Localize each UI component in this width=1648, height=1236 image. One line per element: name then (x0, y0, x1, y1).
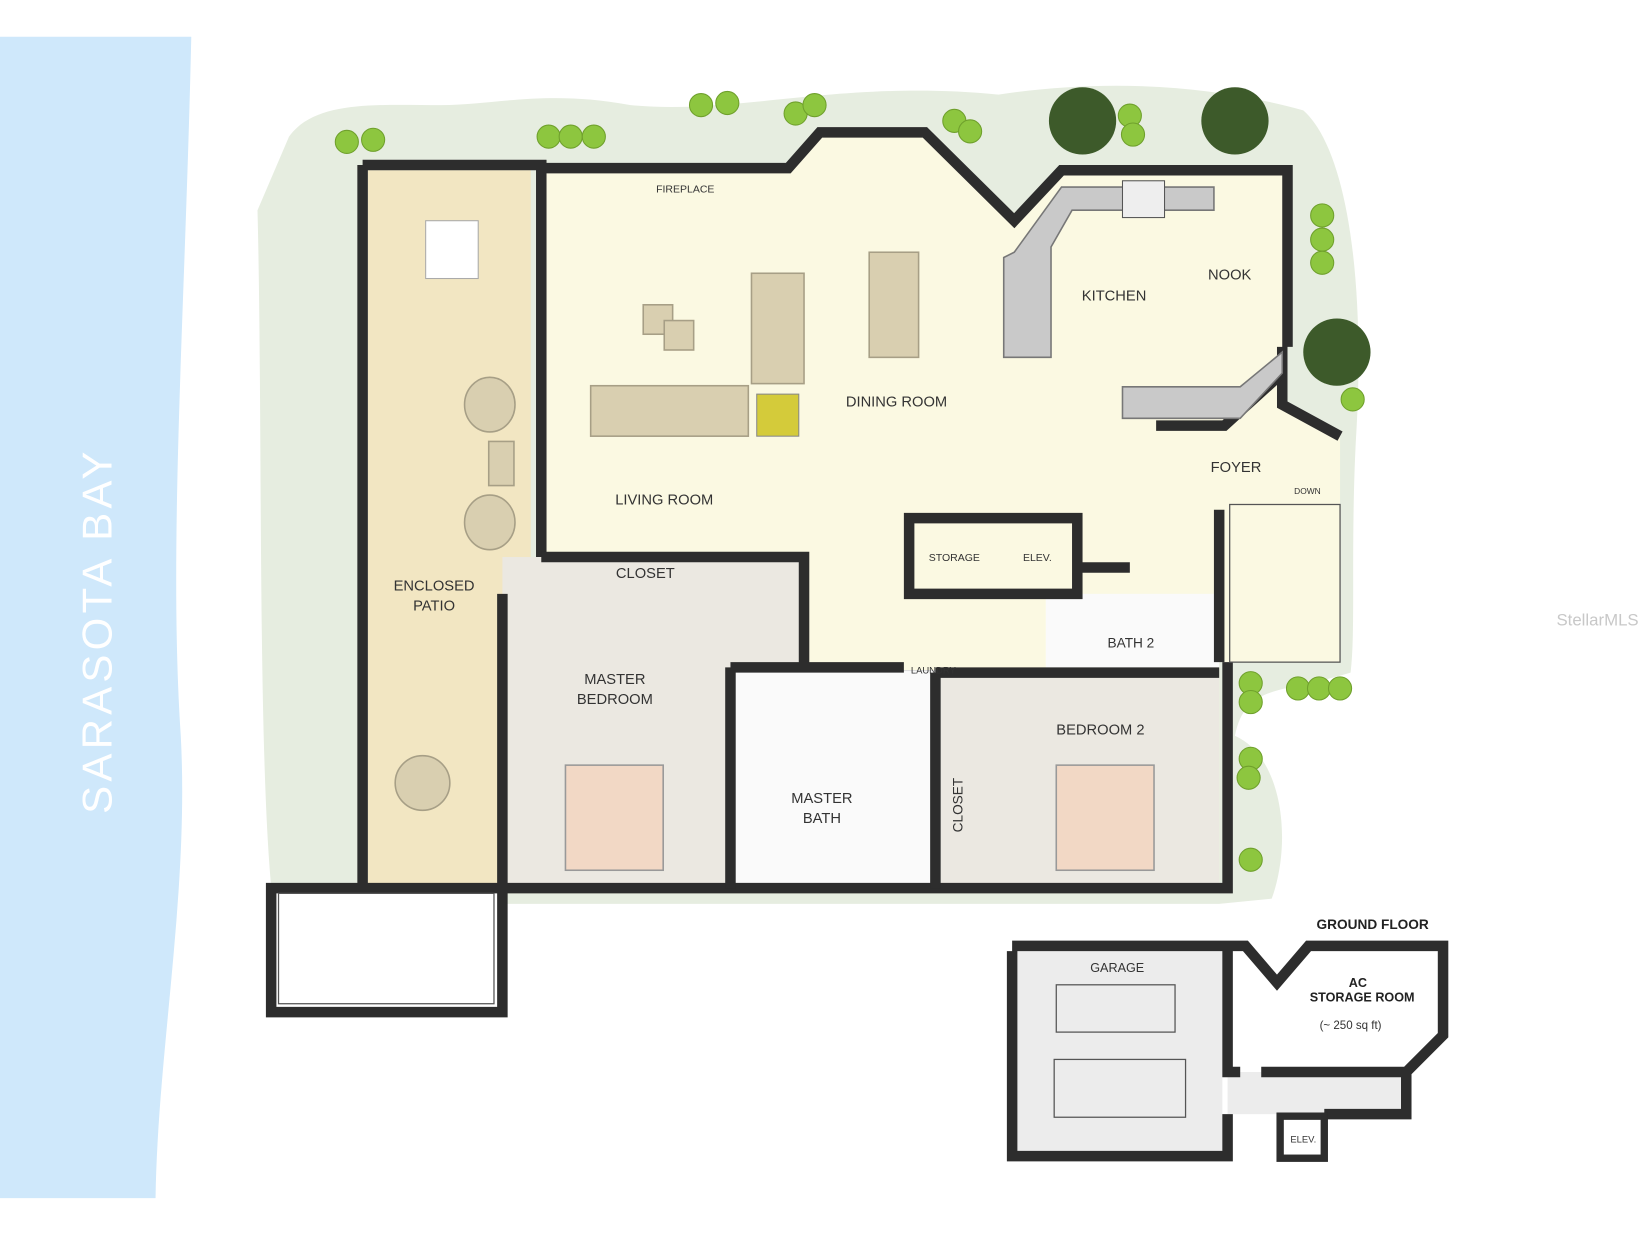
label-enclosed-patio: ENCLOSED (394, 579, 475, 595)
label-down: DOWN (1294, 486, 1321, 496)
stairs (277, 503, 1341, 1005)
label-closet-bedroom-2: CLOSET (951, 777, 966, 832)
label-storage: STORAGE (929, 552, 980, 564)
label-ground-elevator: ELEV. (1290, 1134, 1316, 1145)
label-living-room: LIVING ROOM (615, 492, 713, 508)
label-enclosed-patio-2: PATIO (413, 599, 455, 615)
label-dining-room: DINING ROOM (846, 395, 947, 411)
label-kitchen: KITCHEN (1082, 289, 1147, 305)
master-bath-area (729, 670, 936, 889)
bay-label: SARASOTA BAY (73, 447, 120, 814)
label-fireplace: FIREPLACE (656, 183, 714, 195)
label-storage-room: STORAGE ROOM (1310, 991, 1415, 1005)
label-master-bedroom-2: BEDROOM (577, 692, 653, 708)
floor-outlet (756, 393, 800, 437)
label-elevator: ELEV. (1023, 552, 1052, 564)
exterior-walls (265, 127, 1343, 1018)
watermark: StellarMLS (1556, 610, 1638, 629)
bay-water (0, 36, 192, 1199)
trees (334, 87, 1371, 872)
label-master-bedroom: MASTER (584, 672, 645, 688)
label-laundry: LAUNDRY (911, 666, 957, 677)
label-foyer: FOYER (1211, 460, 1262, 476)
label-ac: AC (1349, 976, 1367, 990)
label-master-bath-2: BATH (803, 811, 841, 827)
label-bedroom-2: BEDROOM 2 (1056, 723, 1144, 739)
ground-floor-plan: GROUND FLOOR GARAGE AC STORAGE ROOM (~ 2… (1006, 917, 1449, 1162)
label-garage: GARAGE (1090, 961, 1144, 975)
label-bath-2: BATH 2 (1107, 635, 1154, 650)
label-master-bath: MASTER (791, 791, 852, 807)
label-closet: CLOSET (616, 566, 675, 582)
label-ground-floor: GROUND FLOOR (1316, 917, 1428, 932)
label-nook: NOOK (1208, 268, 1251, 284)
interior-walls (541, 369, 1286, 889)
label-storage-area: (~ 250 sq ft) (1320, 1020, 1382, 1032)
